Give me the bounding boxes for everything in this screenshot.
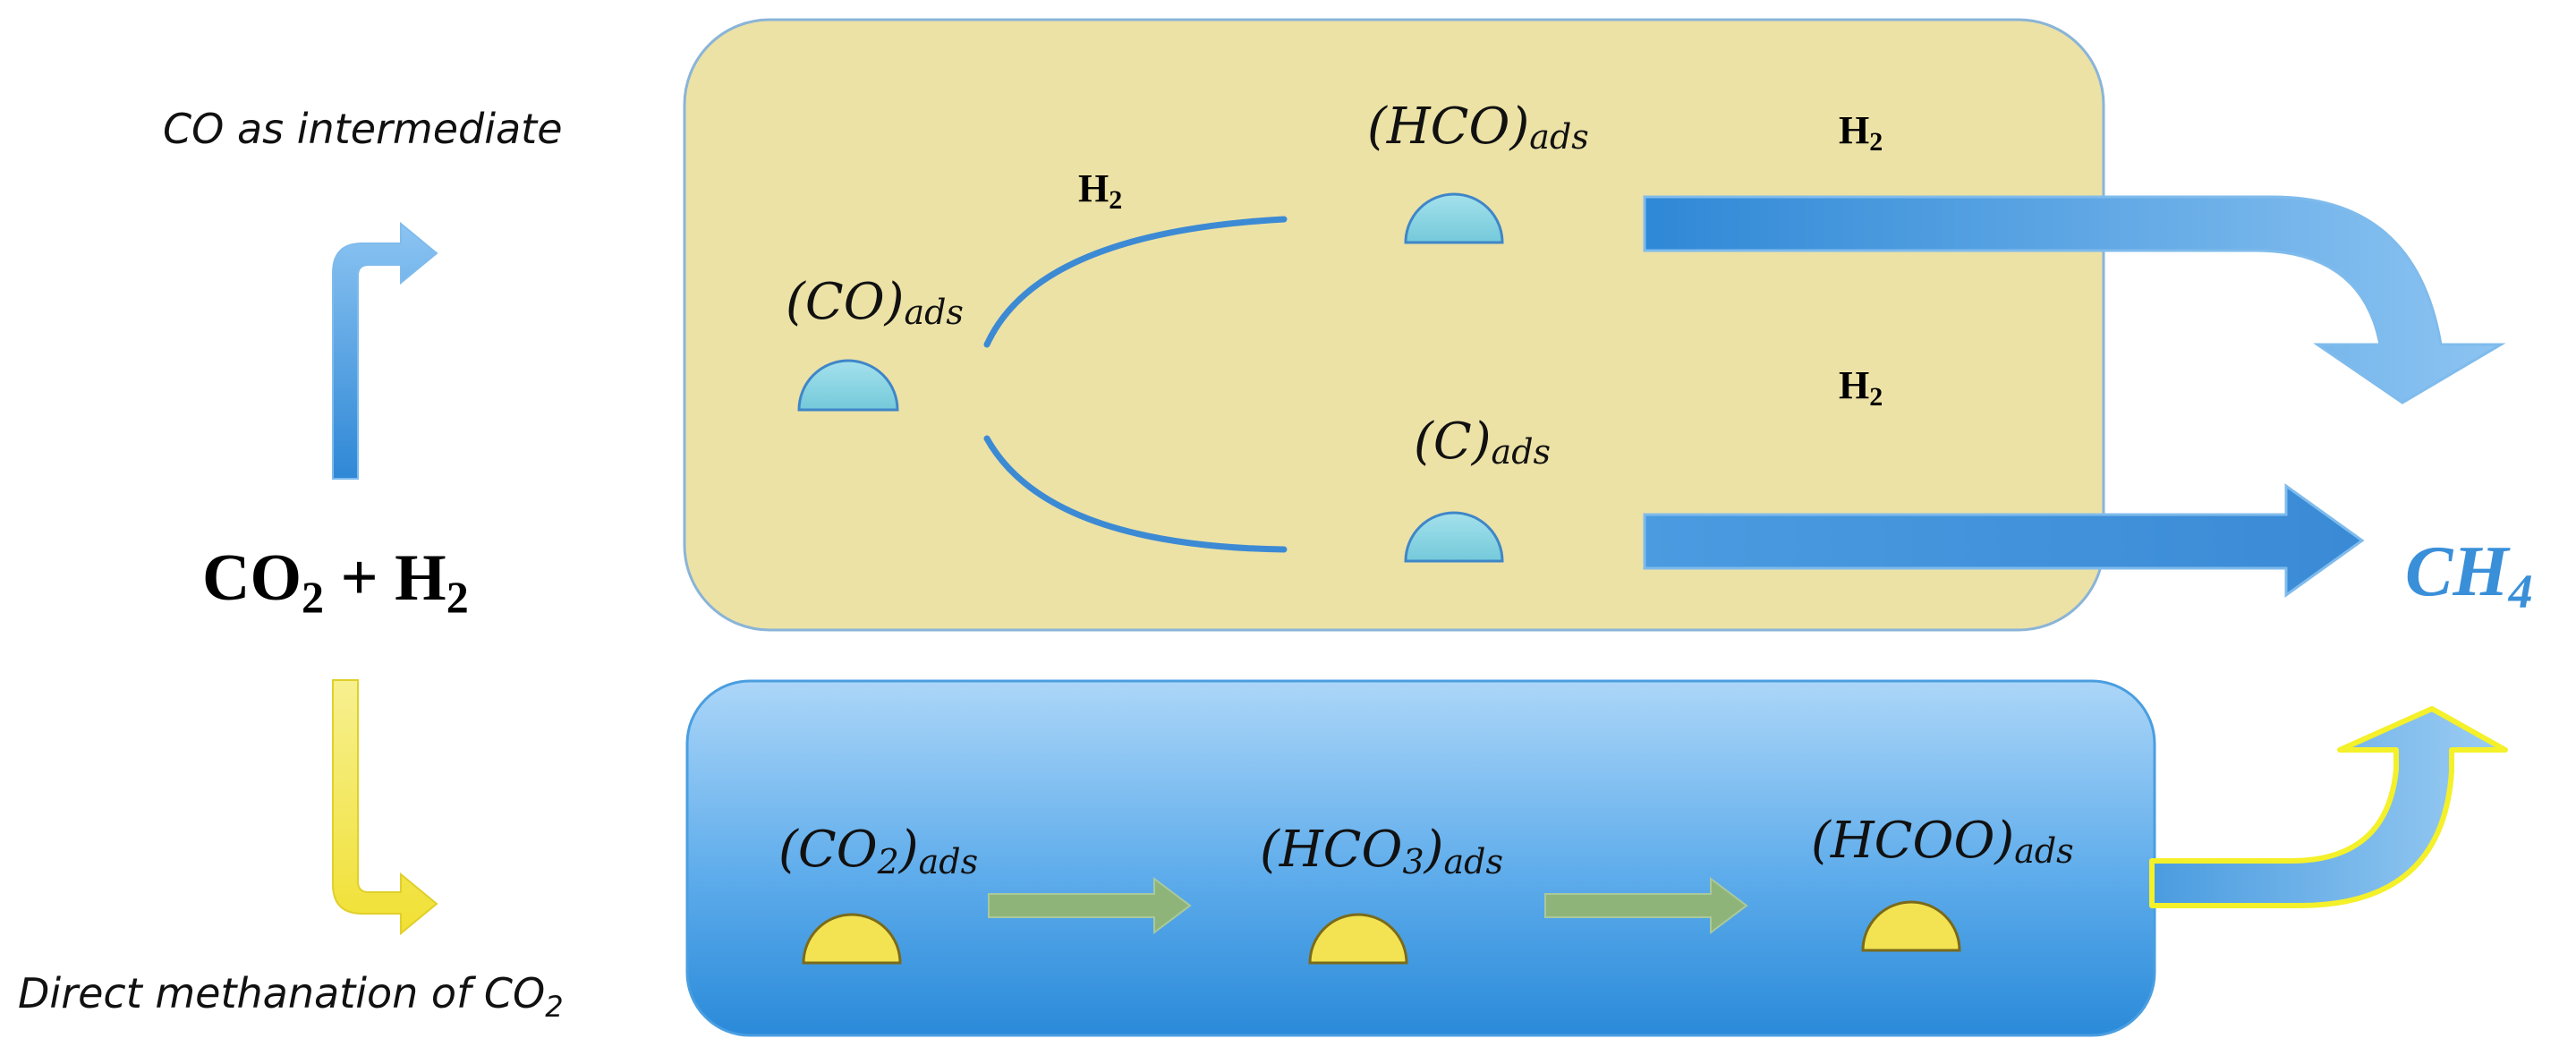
h2-label-c-path: H2: [1839, 363, 1883, 412]
species-c-ads-label: (C)ads: [1414, 413, 1551, 472]
hco3-ads-site: [1308, 913, 1408, 965]
hco-ads-site: [1404, 192, 1504, 244]
branch-curve-upper: [983, 216, 1288, 348]
c-to-ch4-arrow: [1643, 483, 2365, 598]
co2-ads-site: [802, 913, 902, 965]
product-ch4-label: CH4: [2405, 532, 2533, 618]
hcoo-to-ch4-arrow: [2149, 706, 2508, 908]
branch-curve-lower: [983, 435, 1288, 553]
h2-label-branch: H2: [1078, 166, 1122, 215]
co-ads-site: [797, 359, 899, 412]
c-ads-site: [1404, 511, 1504, 563]
h2-label-hco-path: H2: [1839, 108, 1883, 157]
species-co2-ads-label: (CO2)ads: [778, 821, 978, 881]
hco-to-ch4-arrow: [1643, 195, 2506, 404]
pathway-label-co-intermediate: CO as intermediate: [163, 105, 563, 153]
hco3-to-hcoo-arrow: [1544, 877, 1748, 934]
hcoo-ads-site: [1861, 900, 1961, 952]
reactants-label: CO2 + H2: [202, 541, 469, 622]
species-co-ads-label: (CO)ads: [786, 273, 964, 332]
pathway-label-direct-methanation: Direct methanation of CO2: [18, 969, 564, 1024]
species-hco3-ads-label: (HCO3)ads: [1260, 821, 1503, 881]
down-branch-arrow: [332, 679, 438, 936]
up-branch-arrow: [332, 221, 438, 480]
species-hco-ads-label: (HCO)ads: [1367, 98, 1589, 157]
co2-to-hco3-arrow: [988, 877, 1192, 934]
species-hcoo-ads-label: (HCOO)ads: [1811, 812, 2074, 871]
co-intermediate-panel: [683, 18, 2105, 632]
